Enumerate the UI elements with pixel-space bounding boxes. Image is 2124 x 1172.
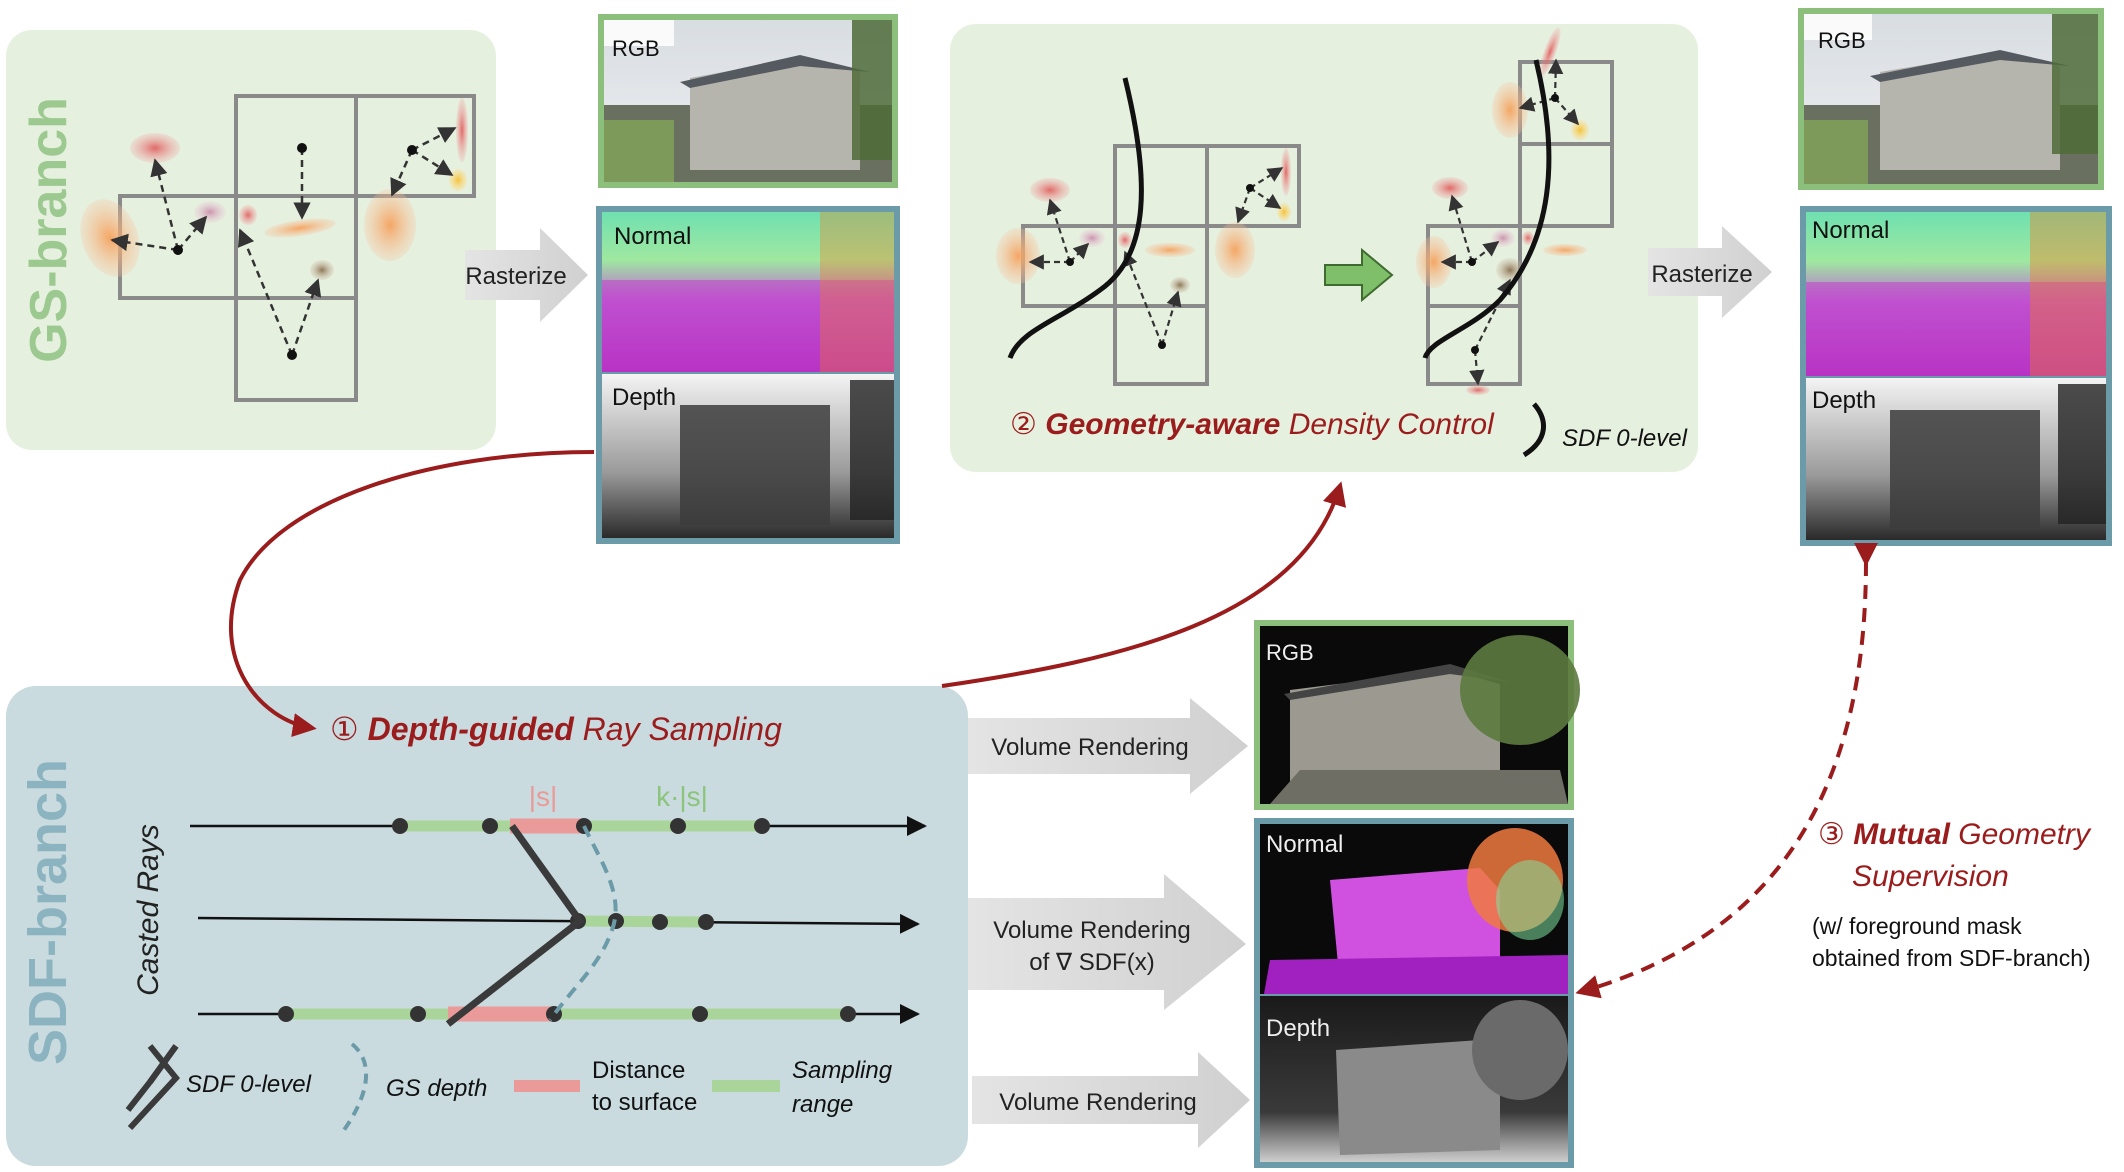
final-depth-label: Depth [1812, 387, 1876, 414]
mutual-note-line1: (w/ foreground mask [1812, 913, 2022, 939]
casted-rays-label: Casted Rays [132, 824, 165, 996]
volume-rendering-arrow-normal: Volume Rendering of ∇ SDF(x) [968, 874, 1246, 1010]
gs-normal-depth-stack: Normal Depth [596, 206, 900, 544]
mutual-title-line1: ③ Mutual Geometry [1818, 818, 2092, 851]
sdf-normal-label: Normal [1266, 831, 1343, 858]
rasterize-label-final: Rasterize [1651, 261, 1752, 288]
gs-centers [173, 143, 417, 360]
ray-1 [190, 816, 927, 836]
sdf-zero-level-ray-curve [445, 823, 585, 1027]
sampling-rest: Ray Sampling [583, 711, 782, 747]
mutual-bold: Mutual [1853, 818, 1950, 851]
volume-rendering-arrow-rgb: Volume Rendering [968, 698, 1248, 794]
density-control-title: ② Geometry-aware Density Control [1010, 408, 1495, 441]
volume-rendering-arrow-depth: Volume Rendering [972, 1052, 1250, 1148]
mutual-title-line2: Supervision [1852, 860, 2009, 893]
volume-rendering-normal-line1: Volume Rendering [993, 917, 1190, 944]
sdf-branch-panel: SDF-branch ① Depth-guided Ray Sampling C… [6, 686, 968, 1166]
rasterize-arrow-final: Rasterize [1648, 226, 1772, 318]
mutual-supervision-arrow [1575, 542, 1879, 999]
final-rgb-image: RGB [1798, 8, 2104, 190]
gs-voxel-grid [118, 94, 476, 402]
sdf-rgb-image: RGB [1254, 620, 1580, 810]
density-after-gaussians [1416, 27, 1589, 395]
sdf-depth-label: Depth [1266, 1015, 1330, 1042]
sdf-normal-depth-stack: Normal Depth [1254, 818, 1574, 1168]
gs-depth-to-sampling-arrow [228, 450, 595, 737]
final-normal-label: Normal [1812, 217, 1889, 244]
gs-branch-title: GS-branch [20, 97, 78, 363]
mutual-supervision-text: ③ Mutual Geometry Supervision (w/ foregr… [1812, 818, 2092, 971]
density-control-rest: Density Control [1289, 408, 1495, 441]
sdf-zero-level-legend-icon [1522, 402, 1546, 458]
density-control-bold: Geometry-aware [1045, 408, 1280, 441]
volume-rendering-rgb-label: Volume Rendering [991, 734, 1188, 761]
legend-sampling-line1: Sampling [792, 1057, 893, 1084]
density-before-centers [1066, 184, 1254, 349]
rasterize-arrow-gs: Rasterize [465, 228, 588, 322]
sdf-zero-level-curve-before [1007, 77, 1144, 359]
density-legend-label: SDF 0-level [1562, 425, 1688, 452]
mutual-number: ③ [1818, 818, 1845, 851]
sdf-to-density-control-arrow [941, 481, 1346, 688]
s-label: |s| [529, 781, 558, 812]
gs-normal-label: Normal [614, 223, 691, 250]
ks-label: k·|s| [656, 781, 708, 812]
gs-rgb-image: RGB [598, 14, 898, 188]
final-normal-depth-stack: Normal Depth [1800, 206, 2112, 546]
rasterize-label-gs: Rasterize [465, 263, 566, 290]
mutual-note-line2: obtained from SDF-branch) [1812, 945, 2091, 971]
gs-rgb-label: RGB [612, 36, 660, 61]
density-before-arrows [1028, 167, 1284, 346]
legend-distance-line1: Distance [592, 1057, 685, 1084]
sampling-number: ① [330, 711, 359, 747]
sdf-branch-title: SDF-branch [18, 759, 78, 1065]
gs-branch-panel: GS-branch [6, 30, 496, 450]
density-control-panel: ② Geometry-aware Density Control SDF 0-l… [950, 24, 1698, 472]
sampling-bold: Depth-guided [368, 711, 576, 747]
sdf-rgb-label: RGB [1266, 640, 1314, 665]
legend-gs-depth-icon [342, 1042, 369, 1132]
gs-split-clone-arrows [110, 126, 457, 356]
gs-depth-label: Depth [612, 384, 676, 411]
final-rgb-label: RGB [1818, 28, 1866, 53]
gs-depth-ray-curve [548, 825, 618, 1022]
density-after-centers [1468, 94, 1559, 354]
density-before-gaussians [996, 148, 1291, 293]
volume-rendering-normal-line2: of ∇ SDF(x) [1029, 949, 1154, 976]
sampling-title: ① Depth-guided Ray Sampling [330, 711, 782, 747]
mutual-rest: Geometry [1958, 818, 2092, 851]
sdf-zero-level-curve-after [1422, 59, 1552, 360]
density-transition-arrow [1324, 247, 1394, 303]
volume-rendering-depth-label: Volume Rendering [999, 1089, 1196, 1116]
legend-distance-line2: to surface [592, 1089, 697, 1116]
legend-sdf-label: SDF 0-level [186, 1071, 312, 1098]
density-control-number: ② [1010, 408, 1037, 441]
legend-gs-depth-label: GS depth [386, 1075, 487, 1102]
legend-sampling-line2: range [792, 1091, 853, 1118]
